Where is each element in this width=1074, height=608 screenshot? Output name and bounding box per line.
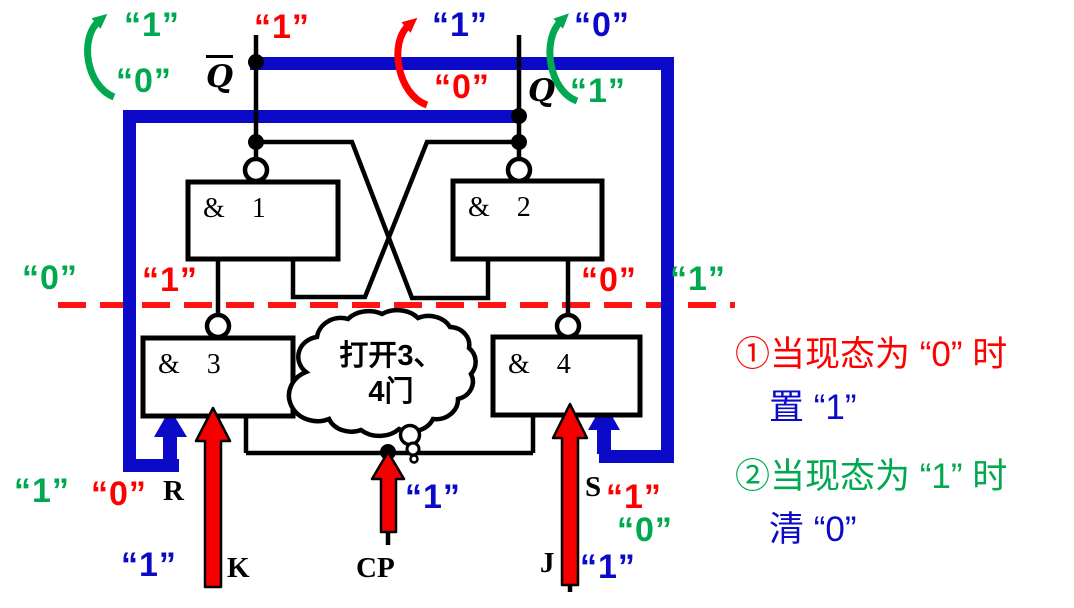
feedback-path-q-to-r bbox=[123, 110, 523, 472]
junction-q-blue bbox=[511, 108, 527, 124]
s-port-label: S bbox=[585, 471, 602, 503]
q-next-toggle-arrow bbox=[546, 13, 579, 105]
qbar-toggle-arrow bbox=[84, 13, 116, 101]
junction-q-cross bbox=[511, 134, 527, 150]
j-input-arrow bbox=[551, 402, 589, 587]
q-output-label: Q bbox=[528, 73, 556, 109]
note2-condition: ②当现态为 “1” 时 bbox=[735, 457, 1008, 496]
gate3-label: & 3 bbox=[158, 349, 231, 380]
q-next-old-value: “1” bbox=[570, 72, 626, 110]
junction-qbar-cross bbox=[248, 134, 264, 150]
gate3-bubble bbox=[204, 312, 232, 340]
s-old-value: “0” bbox=[617, 511, 673, 549]
cp-value: “1” bbox=[405, 478, 461, 516]
gate4-label: & 4 bbox=[508, 349, 581, 380]
note1-action: 置 “1” bbox=[769, 388, 857, 427]
cp-port-label: CP bbox=[356, 552, 395, 584]
gate2-out-next-value: “1” bbox=[670, 260, 726, 298]
qbar-new-value: “1” bbox=[124, 6, 180, 44]
thought-cloud bbox=[286, 307, 478, 464]
cloud-line2: 4门 bbox=[368, 376, 414, 408]
junction-qbar-blue bbox=[248, 54, 264, 70]
s-new-value: “1” bbox=[606, 478, 662, 516]
r-port-label: R bbox=[163, 475, 184, 507]
k-port-label: K bbox=[227, 552, 250, 584]
gate1-bubble bbox=[242, 156, 270, 184]
q-toggle-arrow bbox=[394, 17, 429, 109]
cp-input-arrow bbox=[370, 450, 406, 534]
note1-condition: ①当现态为 “0” 时 bbox=[735, 335, 1008, 374]
cloud-line1: 打开3、 bbox=[339, 340, 443, 372]
j-port-label: J bbox=[540, 547, 555, 579]
note2-action: 清 “0” bbox=[769, 510, 857, 549]
gate2-label: & 2 bbox=[468, 192, 541, 223]
qbar-output-label: Q bbox=[206, 55, 234, 95]
k-value: “1” bbox=[121, 546, 177, 584]
qbar-old-value: “0” bbox=[116, 62, 172, 100]
qbar-wire-value: “1” bbox=[254, 8, 310, 46]
cross-wire-qbar-to-gate2 bbox=[256, 139, 491, 301]
r-new-value: “0” bbox=[91, 475, 147, 513]
gate1-box bbox=[185, 179, 341, 262]
q-wire-old-value: “0” bbox=[434, 68, 490, 106]
cross-wire-q-to-gate1 bbox=[290, 139, 519, 300]
gate1-label: & 1 bbox=[203, 193, 276, 224]
qbar-text: Q bbox=[206, 55, 234, 95]
gate4-bubble bbox=[554, 312, 582, 340]
q-next-new-value: “0” bbox=[574, 6, 630, 44]
gate2-out-now-value: “0” bbox=[581, 261, 637, 299]
j-value: “1” bbox=[580, 548, 636, 586]
cloud-annotation: 打开3、 4门 bbox=[313, 338, 469, 410]
feedback-path-qbar-to-s bbox=[250, 57, 674, 463]
q-wire-new-value: “1” bbox=[432, 6, 488, 44]
gate3-box bbox=[140, 335, 296, 419]
gate4-box bbox=[490, 334, 643, 418]
gate2-bubble bbox=[505, 156, 533, 184]
gate1-out-now-value: “1” bbox=[142, 261, 198, 299]
k-input-arrow bbox=[194, 406, 232, 589]
gate2-box bbox=[450, 178, 605, 262]
gate1-out-next-value: “0” bbox=[22, 259, 78, 297]
r-old-value: “1” bbox=[14, 472, 70, 510]
